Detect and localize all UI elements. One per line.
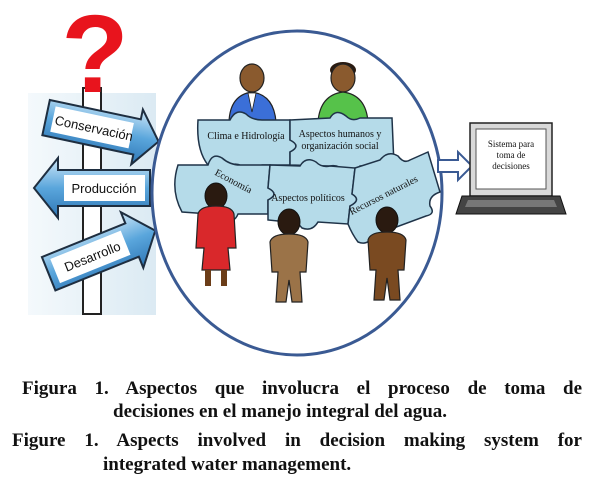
laptop-screen-line-2: toma de <box>497 150 526 160</box>
arrow-conservacion: Conservación <box>41 98 160 167</box>
question-mark-icon: ? <box>61 0 128 116</box>
puzzle-piece-recursos <box>347 150 441 244</box>
puzzle-label-humanos-2: organización social <box>301 141 379 152</box>
puzzle: Clima e Hidrología Aspectos humanos y or… <box>174 111 441 244</box>
signpost: ? Conservación Producción Desarrollo <box>28 0 160 315</box>
caption-spanish-line-1: Figura 1. Aspectos que involucra el proc… <box>22 378 582 399</box>
arrow-label-produccion: Producción <box>71 181 136 196</box>
caption-english-line-2: integrated water management. <box>103 454 352 475</box>
puzzle-label-humanos-1: Aspectos humanos y <box>299 129 382 140</box>
laptop-screen-line-1: Sistema para <box>488 139 534 149</box>
caption-english-line-1: Figure 1. Aspects involved in decision m… <box>12 430 582 451</box>
person-tan <box>269 208 309 303</box>
laptop-screen-line-3: decisiones <box>492 161 530 171</box>
laptop-icon: Sistema para toma de decisiones <box>455 122 567 215</box>
person-red <box>195 182 237 286</box>
person-brown <box>367 206 407 301</box>
arrow-produccion: Producción <box>32 155 151 221</box>
person-green <box>317 62 369 123</box>
output-arrow-icon <box>437 149 474 183</box>
decision-diagram: ? Conservación Producción Desarrollo <box>28 0 567 357</box>
arrow-desarrollo: Desarrollo <box>40 210 157 292</box>
puzzle-label-clima: Clima e Hidrología <box>207 131 285 142</box>
caption-spanish-line-2: decisiones en el manejo integral del agu… <box>113 401 448 422</box>
puzzle-label-politicos: Aspectos políticos <box>271 193 345 204</box>
